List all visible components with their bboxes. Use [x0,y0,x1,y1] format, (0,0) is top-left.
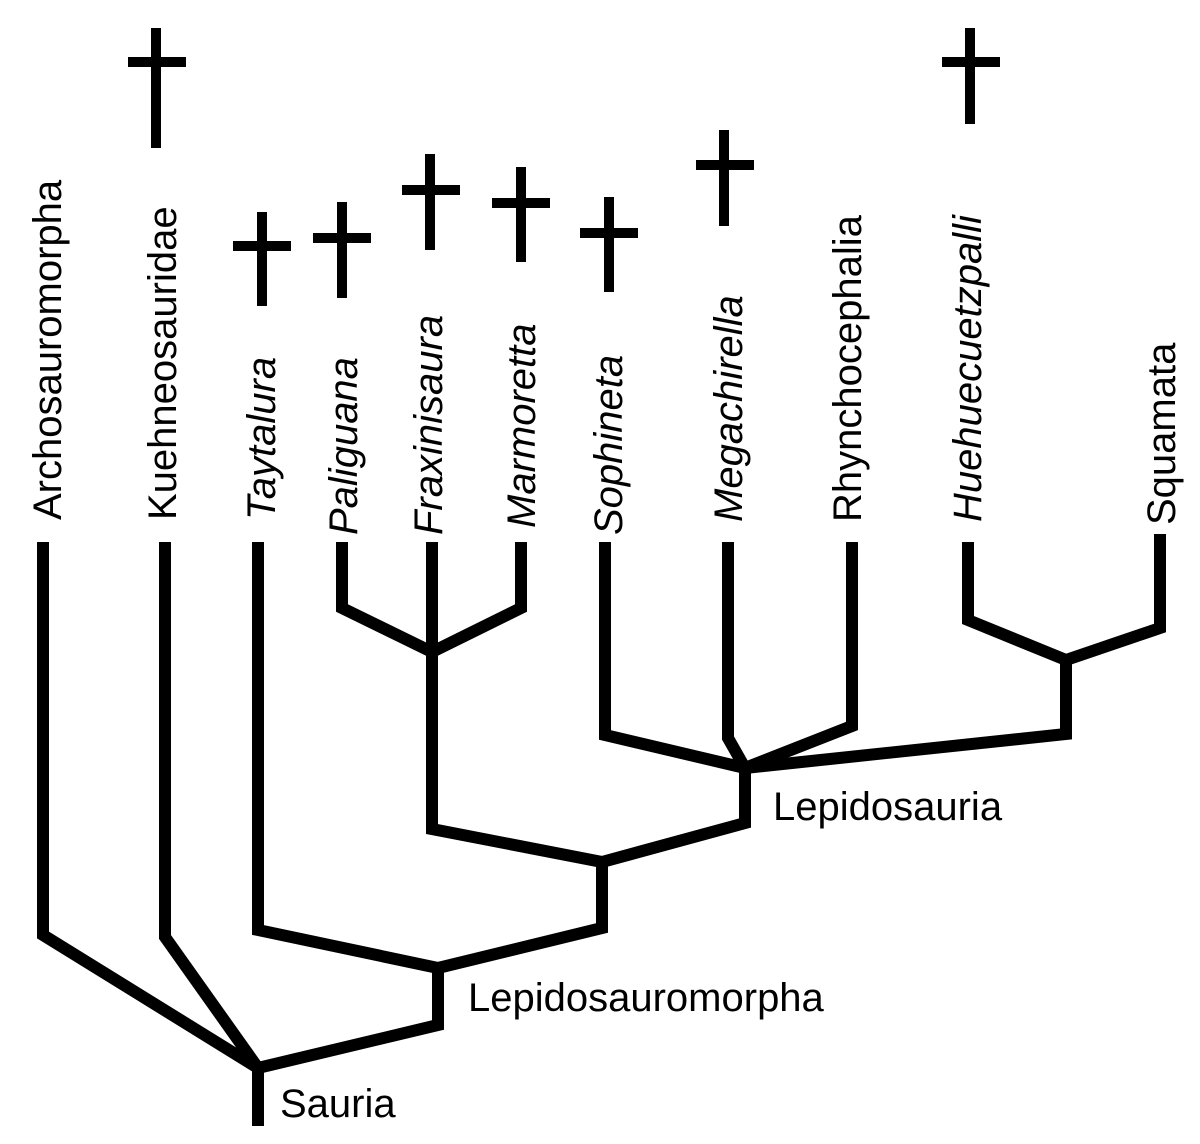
dagger-icon [580,197,638,292]
taxon-label-rhynchocephalia: Rhynchocephalia [826,214,870,522]
branch-rhynchocephalia [737,542,858,776]
taxon-label-marmoretta: Marmoretta [500,324,544,529]
branch-lepidosauromorpha [250,962,444,1076]
branch-sophineta [599,542,753,776]
branch-squamata-stem [738,654,1072,775]
taxon-label-huehuecuetzpalli: Huehuecuetzpalli [946,214,990,522]
extinction-daggers [128,28,1000,306]
taxon-label-kuehneosauridae: Kuehneosauridae [141,206,185,520]
clade-label-lepidosauromorpha: Lepidosauromorpha [468,976,825,1020]
clade-label-lepidosauria: Lepidosauria [773,785,1003,829]
branch-squamata [1058,534,1166,668]
branch-lepidosauria [594,762,751,870]
taxon-label-megachirella: Megachirella [707,295,751,522]
branch-taytalura [252,542,446,976]
branch-marmoretta [423,542,527,661]
dagger-icon [942,28,1000,124]
taxon-label-archosauromorpha: Archosauromorpha [26,179,70,520]
taxon-label-paliguana: Paliguana [322,357,366,535]
taxon-labels: Archosauromorpha Kuehneosauridae Taytalu… [26,179,1184,535]
branch-pfm-stem [426,646,610,870]
dagger-icon [696,130,754,226]
dagger-icon [402,154,460,250]
taxon-label-taytalura: Taytalura [240,357,284,520]
tree-branches [37,534,1166,1126]
branch-archosauromorpha [37,542,267,1077]
dagger-icon [233,212,291,306]
taxon-label-squamata: Squamata [1140,342,1184,525]
clade-labels: Sauria Lepidosauromorpha Lepidosauria [280,785,1003,1126]
dagger-icon [128,28,186,148]
branch-megachirella [722,542,754,777]
branch-kuehneosauridae [159,542,267,1077]
branch-huehuecuetzpalli [962,542,1074,668]
clade-label-sauria: Sauria [280,1082,396,1126]
dagger-icon [313,202,371,298]
branch-lepidosauromorpha-inner [430,856,608,976]
branch-paliguana [336,542,441,661]
dagger-icon [492,167,550,262]
taxon-label-sophineta: Sophineta [587,355,631,535]
taxon-label-fraxinisaura: Fraxinisaura [407,315,451,535]
